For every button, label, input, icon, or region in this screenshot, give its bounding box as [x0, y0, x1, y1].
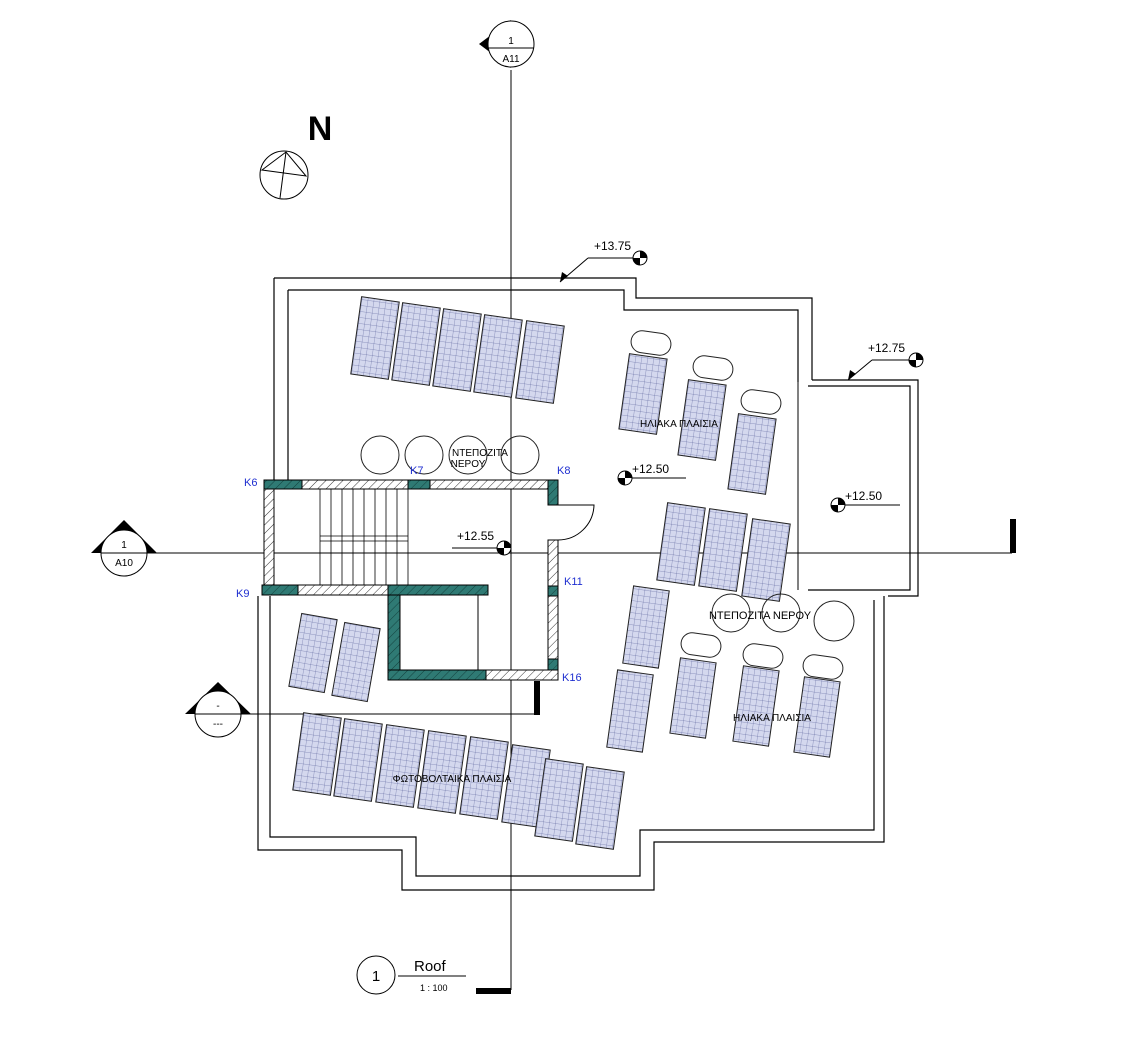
section-line-end-right [1010, 519, 1016, 553]
pv-panels-bottom [292, 712, 625, 850]
column-tag-k7: K7 [410, 465, 423, 477]
level-marker-parapet: +13.75 [559, 239, 648, 283]
solar-heaters-top [618, 330, 782, 495]
level-marker-stair: +12.55 [452, 529, 512, 556]
level-roof-side-text: +12.50 [845, 489, 882, 503]
label-water-tanks-top-2: ΝΕΡΟΥ [451, 459, 486, 470]
section-marker-lower: - --- [185, 682, 251, 738]
solar-heaters-bottom [669, 632, 844, 758]
column-tag-k9: K9 [236, 588, 249, 600]
section-left-sheet: A10 [115, 558, 133, 569]
pv-panels-right [656, 502, 791, 602]
level-terrace-text: +12.75 [868, 341, 905, 355]
label-solar-panels-top: ΗΛΙΑΚΑ ΠΛΑΙΣΙΑ [640, 419, 718, 430]
water-tanks-top [360, 435, 540, 475]
title-number: 1 [372, 968, 380, 985]
section-lines [108, 70, 1012, 990]
column-tag-k16: K16 [562, 672, 582, 684]
roof-outline [257, 277, 919, 891]
level-stair-text: +12.55 [457, 529, 494, 543]
north-label: N [308, 110, 333, 148]
pv-panels-left [288, 612, 381, 703]
level-parapet-text: +13.75 [594, 239, 631, 253]
section-left-number: 1 [121, 540, 127, 551]
level-marker-roof-main: +12.50 [617, 462, 686, 486]
label-solar-panels-right: ΗΛΙΑΚΑ ΠΛΑΙΣΙΑ [733, 713, 811, 724]
pv-panels-lower-middle [606, 585, 670, 753]
title-name: Roof [414, 958, 447, 975]
label-photovoltaic: ΦΩΤΟΒΟΛΤΑΙΚΑ ΠΛΑΙΣΙΑ [393, 774, 512, 785]
level-marker-terrace: +12.75 [847, 341, 924, 381]
level-marker-roof-side: +12.50 [830, 489, 900, 513]
north-arrow: N [259, 110, 333, 200]
title-scale: 1 : 100 [420, 983, 448, 993]
column-tag-k8: K8 [557, 465, 570, 477]
column-tag-k6: K6 [244, 477, 257, 489]
section-marker-left: 1 A10 [91, 520, 157, 577]
pv-panels-top [350, 296, 565, 404]
section-top-number: 1 [508, 36, 514, 47]
column-tag-k11: K11 [564, 576, 583, 588]
stair-core [261, 479, 595, 681]
title-block: 1 Roof 1 : 100 [356, 955, 466, 995]
section-lower-sheet: --- [213, 719, 223, 730]
level-roof-main-text: +12.50 [632, 462, 669, 476]
label-water-tanks-top-1: ΝΤΕΠΟΖΙΤΑ [452, 448, 508, 459]
section-line-end-bottom [476, 988, 511, 994]
section-lower-number: - [216, 701, 219, 712]
water-tanks-right [711, 593, 855, 642]
section-top-sheet: A11 [502, 54, 519, 65]
label-water-tanks-right: ΝΤΕΠΟΖΙΤΑ ΝΕΡΟΥ [709, 610, 812, 622]
section-line-end-lower [534, 681, 540, 715]
section-marker-top: 1 A11 [479, 20, 535, 68]
